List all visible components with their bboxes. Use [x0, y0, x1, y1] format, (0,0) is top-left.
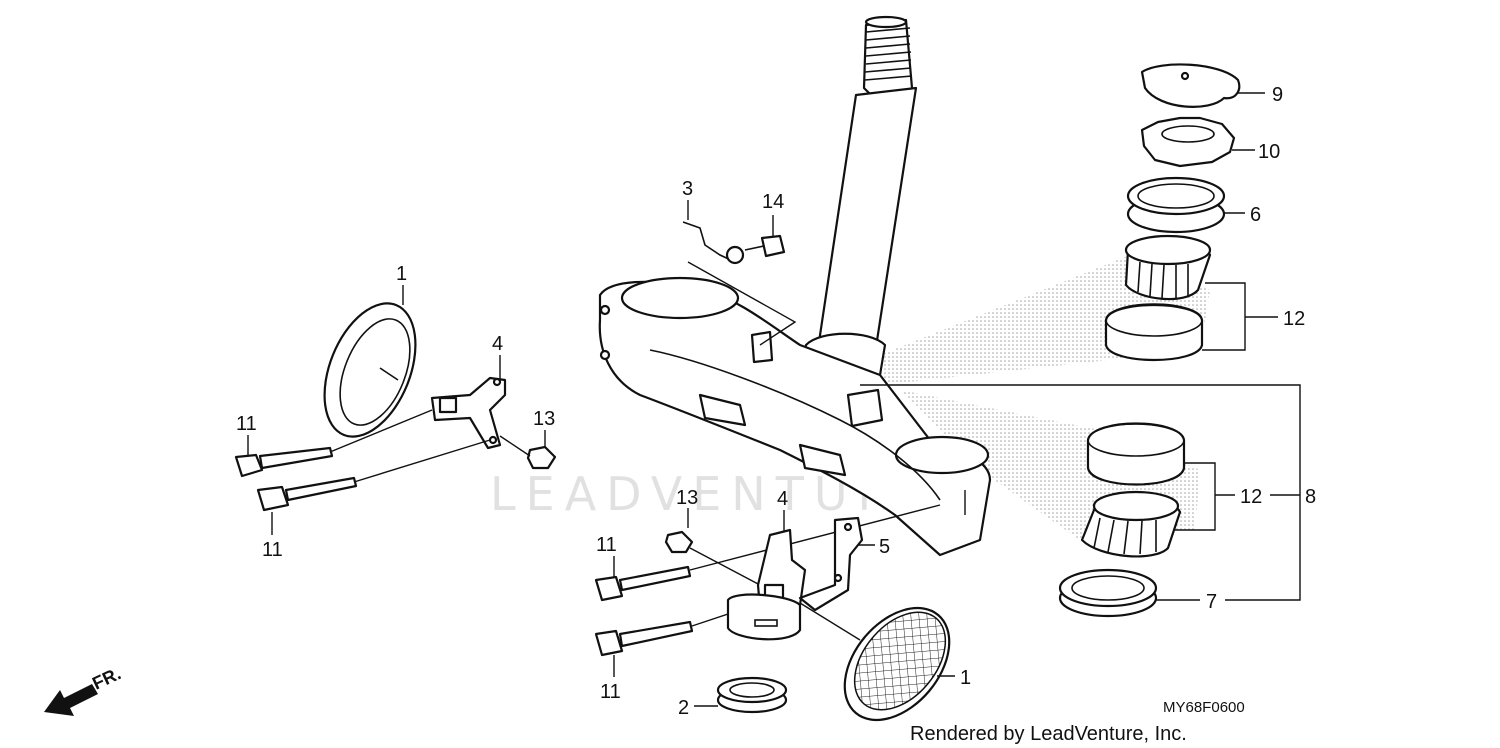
callout-9: 9 [1272, 84, 1283, 106]
bearing-upper [1124, 234, 1212, 301]
callout-10: 10 [1258, 141, 1280, 163]
callout-11-a: 11 [236, 413, 257, 435]
race-upper [1104, 303, 1204, 362]
callout-4-right: 4 [777, 488, 788, 510]
callout-4-left: 4 [492, 333, 503, 355]
dust-seal-upper [1126, 176, 1226, 234]
steering-stem [798, 15, 918, 387]
callout-12-lower: 12 [1240, 486, 1262, 508]
bolts-left [234, 409, 491, 512]
reflector-right [799, 602, 951, 722]
callout-11-d: 11 [600, 681, 621, 703]
callout-14: 14 [762, 191, 784, 213]
diagram-code: MY68F0600 [1163, 699, 1245, 716]
stay-left [430, 376, 507, 450]
clamp-band [726, 593, 802, 641]
steering-nut [1140, 116, 1236, 168]
nut-right [664, 530, 694, 554]
callout-labels: 1 4 13 11 11 3 14 9 10 6 12 12 8 7 1 2 1… [236, 84, 1316, 719]
reflector-left [323, 302, 417, 438]
dust-seal-lower [1058, 568, 1158, 618]
callout-8: 8 [1305, 486, 1316, 508]
callout-11-c: 11 [596, 534, 617, 556]
front-arrow: FR. [44, 663, 124, 716]
callout-12-upper: 12 [1283, 308, 1305, 330]
callout-5: 5 [879, 536, 890, 558]
leader-lines [247, 92, 1301, 707]
race-lower [1086, 422, 1186, 486]
callout-11-b: 11 [262, 539, 283, 561]
callout-1-right: 1 [960, 667, 971, 689]
bolt-14 [744, 234, 786, 258]
callout-3: 3 [682, 178, 693, 200]
bolts-right [594, 504, 941, 657]
callout-7: 7 [1206, 591, 1217, 613]
wire-clip [682, 221, 745, 265]
leader-3-box [687, 261, 797, 346]
bracket-right [798, 516, 864, 612]
callout-13-right: 13 [676, 487, 698, 509]
nut-left [526, 445, 557, 470]
lower-triple-clamp [598, 276, 992, 557]
grommet [716, 676, 788, 714]
stay-right [756, 528, 807, 610]
callout-2: 2 [678, 697, 689, 719]
callout-13-left: 13 [533, 408, 555, 430]
bearing-lower [1080, 490, 1182, 558]
callout-6: 6 [1250, 204, 1261, 226]
lock-washer [1140, 63, 1241, 108]
credit-text: Rendered by LeadVenture, Inc. [910, 723, 1187, 745]
callout-1-left: 1 [396, 263, 407, 285]
